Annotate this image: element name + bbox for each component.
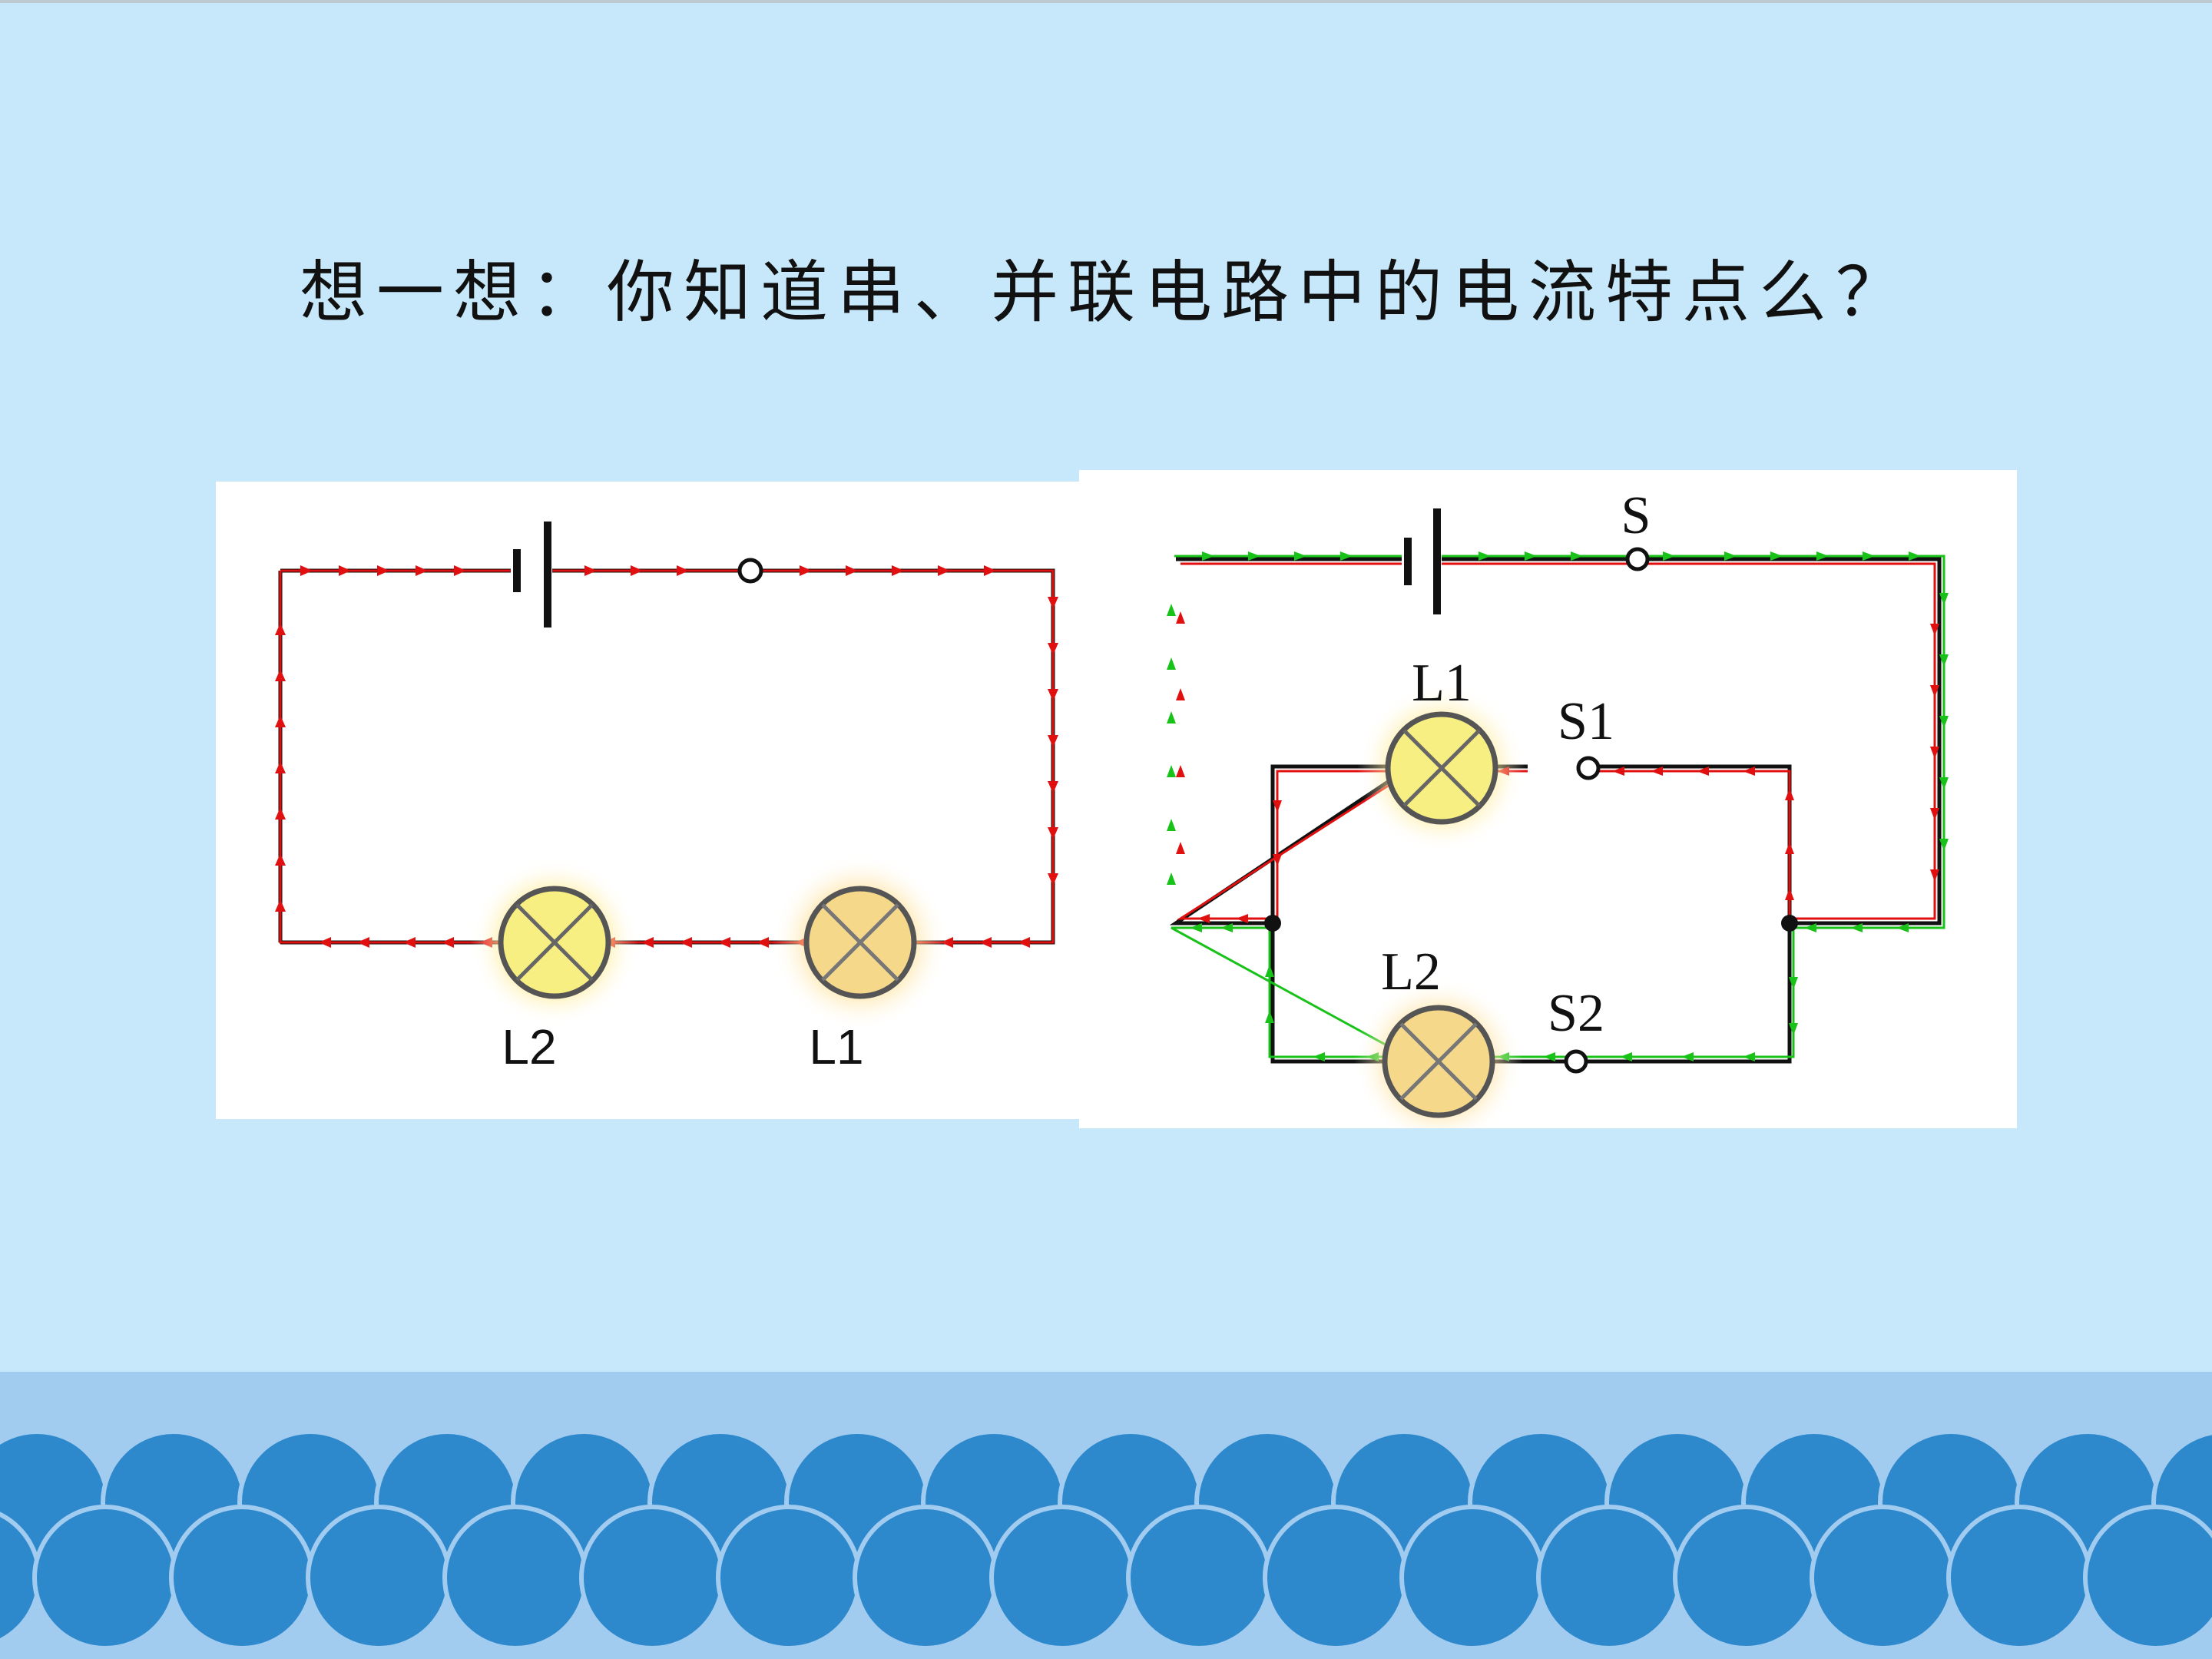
wave-scallop [989,1505,1135,1651]
wave-scallop [2083,1505,2212,1651]
wave-scallop [1126,1505,1272,1651]
series-battery-symbol [513,522,551,628]
parallel-lamp-l2-symbol [1382,1005,1495,1118]
series-circuit-diagram: L2 L1 [275,522,1058,1075]
wave-scallop [306,1505,452,1651]
series-lamp-l2-label: L2 [502,1019,556,1075]
wave-scallop [1536,1505,1682,1651]
series-arrows [275,565,1058,948]
wave-scallop [32,1505,178,1651]
parallel-junction-right [1781,915,1798,932]
wave-scallop [1263,1505,1409,1651]
parallel-switch-s-node [1625,547,1650,571]
series-wires [278,568,1055,945]
parallel-circuit-diagram: S L1 S1 L2 S2 [1167,486,1949,1128]
wave-pattern [0,1429,2212,1651]
parallel-green-current [1171,555,1945,1058]
series-lamp-l2-symbol [498,886,611,999]
parallel-circuit-panel: S L1 S1 L2 S2 [1079,470,2017,1128]
slide-title: 想一想：你知道串、并联电路中的电流特点么？ [299,253,1912,332]
top-border [0,0,2212,3]
parallel-switch-s1-label: S1 [1558,692,1614,751]
wave-scallop [442,1505,588,1651]
wave-scallop [1946,1505,2092,1651]
wave-scallop [169,1505,315,1651]
series-lamp-l1-label: L1 [809,1019,863,1075]
parallel-junction-left [1264,915,1281,932]
parallel-battery-symbol [1404,508,1441,614]
parallel-lamp-l1-label: L1 [1412,654,1472,713]
parallel-switch-s1-node [1576,756,1601,780]
footer-band [0,1372,2212,1659]
series-switch-node [737,558,763,584]
wave-scallop [1673,1505,1819,1651]
parallel-lamp-l2-label: L2 [1381,942,1441,1002]
wave-scallop [1810,1505,1955,1651]
wave-scallop [716,1505,862,1651]
parallel-switch-s2-label: S2 [1548,984,1604,1043]
wave-scallop [1399,1505,1545,1651]
parallel-red-current [1176,562,1936,920]
parallel-arrows [1167,551,1949,1061]
series-lamp-l1-symbol [803,886,917,999]
parallel-switch-s2-node [1564,1049,1588,1074]
wave-scallop [853,1505,998,1651]
parallel-switch-s-label: S [1621,486,1651,545]
parallel-lamp-l1-symbol [1385,711,1498,825]
series-current-path [279,569,1055,944]
wave-scallop [579,1505,725,1651]
series-circuit-panel: L2 L1 [216,482,1079,1119]
